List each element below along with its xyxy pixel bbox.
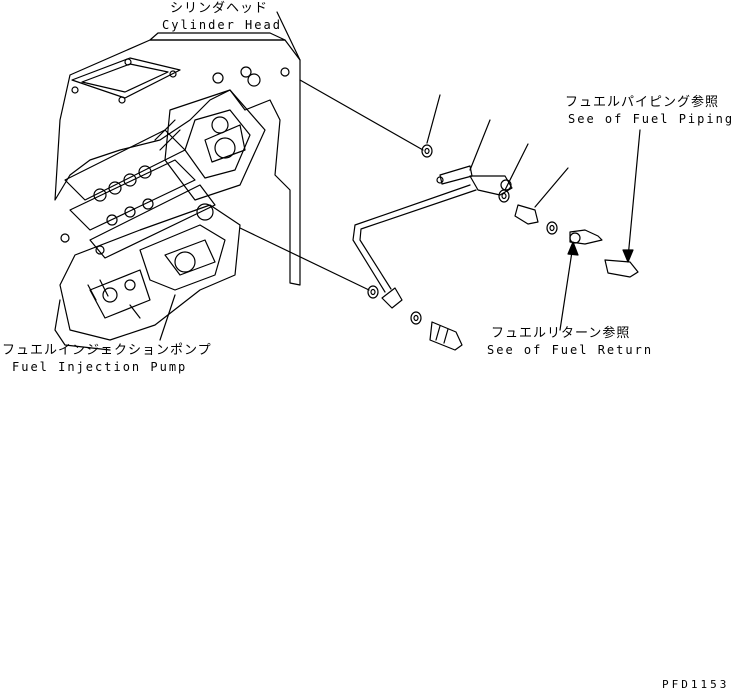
drawing-code: PFD1153 — [662, 678, 730, 691]
washers — [367, 144, 558, 325]
fuel-pipe — [352, 165, 513, 309]
injection-pump-label-jp: フュエルインジェクションポンプ — [2, 343, 212, 358]
engine-block-drawing — [54, 32, 301, 351]
injection-pump-label-en: Fuel Injection Pump — [12, 360, 188, 374]
fuel-return-label-en: See of Fuel Return — [487, 343, 654, 357]
fuel-piping-label-en: See of Fuel Piping — [568, 112, 733, 126]
leader-lines — [159, 11, 569, 341]
reference-arrows — [559, 129, 641, 331]
fuel-return-label-jp: フュエルリターン参照 — [491, 326, 631, 341]
bolts — [429, 204, 639, 351]
cylinder-head-label-en: Cylinder Head — [162, 18, 282, 32]
cylinder-head-label-jp: シリンダヘッド — [170, 1, 269, 16]
fuel-piping-label-jp: フュエルパイピング参照 — [565, 95, 720, 110]
